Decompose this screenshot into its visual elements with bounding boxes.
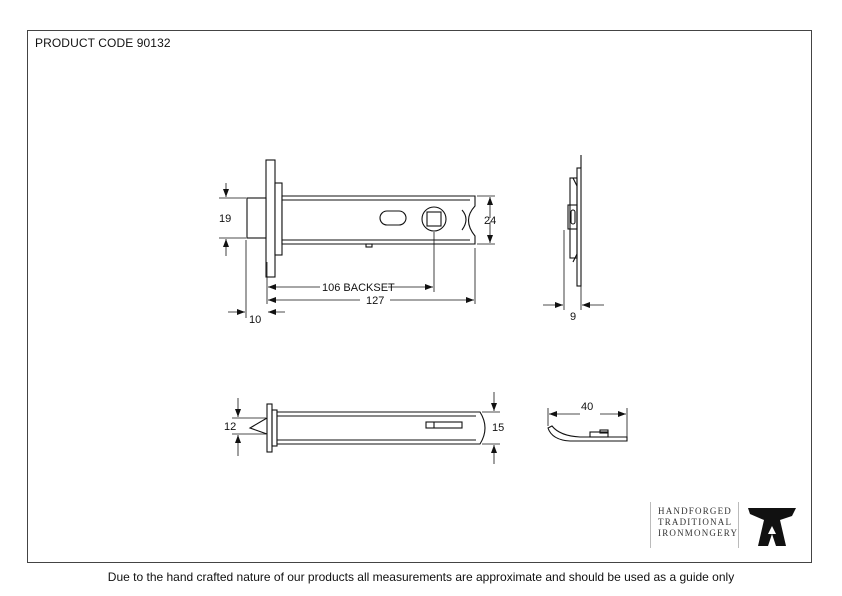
disclaimer-footer: Due to the hand crafted nature of our pr…: [107, 570, 735, 584]
logo-line-1: HANDFORGED: [658, 506, 733, 516]
logo-text: HANDFORGED TRADITIONAL IRONMONGERY: [658, 506, 738, 539]
anvil-icon: [748, 508, 796, 546]
dimension-127-label: 127: [366, 295, 384, 307]
product-code: PRODUCT CODE 90132: [35, 36, 171, 50]
dimension-19-label: 19: [219, 213, 231, 225]
latch-edge-view: [567, 155, 582, 287]
drawing-frame: [27, 30, 812, 563]
dimension-9-label: 9: [570, 311, 576, 323]
dimension-24-label: 24: [484, 215, 496, 227]
logo-line-2: TRADITIONAL: [658, 517, 733, 527]
brand-logo: HANDFORGED TRADITIONAL IRONMONGERY: [650, 502, 800, 548]
dimension-12-label: 12: [224, 421, 236, 433]
dimension-40-label: 40: [581, 401, 593, 413]
dimension-10-label: 10: [249, 314, 261, 326]
dimension-15-label: 15: [492, 422, 504, 434]
bolt-profile-view: [547, 425, 628, 442]
logo-divider-2: [738, 502, 739, 548]
dimension-backset-label: 106 BACKSET: [322, 282, 395, 294]
latch-plan-view: [248, 403, 486, 453]
logo-divider: [650, 502, 651, 548]
latch-side-view: [246, 159, 476, 278]
logo-line-3: IRONMONGERY: [658, 528, 739, 538]
